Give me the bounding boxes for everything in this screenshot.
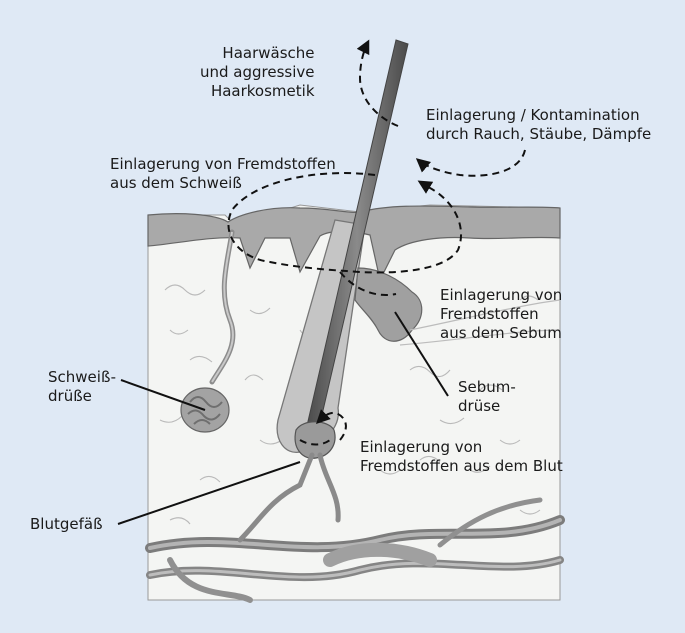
hair-bulb <box>294 421 336 459</box>
hair-washing-arrow <box>356 39 399 127</box>
blood-deposit-arrow <box>316 409 347 441</box>
label-sweat-gland: Schweiß- drüße <box>48 368 117 405</box>
label-blood-deposit: Einlagerung von Fremdstoffen aus dem Blu… <box>360 438 563 475</box>
sweat-deposit-arrow <box>227 172 463 274</box>
dashed-arrows <box>227 39 526 446</box>
label-sweat-deposit: Einlagerung von Fremdstoffen aus dem Sch… <box>110 155 336 192</box>
label-sebum-deposit: Einlagerung von Fremdstoffen aus dem Seb… <box>440 286 563 342</box>
dermis-fibers <box>159 284 541 525</box>
blood-vessel-leader <box>117 461 301 525</box>
label-sebaceous-gland: Sebum- drüse <box>458 378 516 415</box>
sebum-fibers <box>399 299 561 346</box>
leader-lines <box>117 311 449 525</box>
contamination-arrow <box>415 149 526 177</box>
sebum-deposit-arrow <box>339 271 397 296</box>
label-hair-washing: Haarwäsche und aggressive Haarkosmetik <box>200 44 315 100</box>
blood-vessels <box>145 452 565 603</box>
label-blood-vessel: Blutgefäß <box>30 515 103 533</box>
sebaceous-gland-leader <box>394 311 449 397</box>
epidermis <box>147 205 561 282</box>
label-contamination: Einlagerung / Kontamination durch Rauch,… <box>426 106 652 143</box>
sweat-gland-leader <box>120 379 206 411</box>
